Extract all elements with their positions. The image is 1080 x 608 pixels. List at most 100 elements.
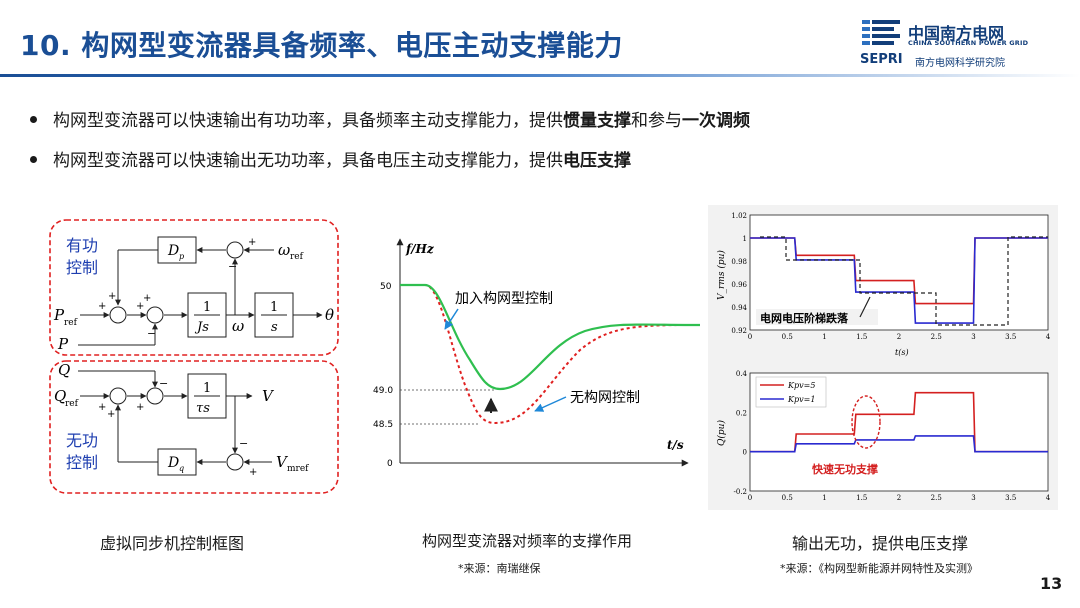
q-ref-label: Q xyxy=(54,387,66,405)
x-tick-label: 1.5 xyxy=(856,494,867,502)
sign-minus: − xyxy=(239,437,248,450)
bullet-1-bold-2: 一次调频 xyxy=(682,111,750,131)
sum-junction-p2 xyxy=(146,306,164,324)
bullet-2-text: 构网型变流器可以快速输出无功功率，具备电压主动支撑能力，提供 xyxy=(53,151,563,171)
sum-junction-omega xyxy=(226,241,244,259)
y-axis-label: f/Hz xyxy=(405,242,435,256)
y-tick-label: 0 xyxy=(743,449,747,457)
bullet-dot xyxy=(30,155,37,163)
x-axis-label: t/s xyxy=(667,438,684,452)
sum-junction-q1 xyxy=(109,387,127,405)
logo: 中国南方电网 CHINA SOUTHERN POWER GRID SEPRI 南… xyxy=(860,18,1060,70)
y-tick-label: 0.96 xyxy=(731,281,747,289)
x-tick-label: 4 xyxy=(1046,333,1051,341)
top-xlabel: t(s) xyxy=(895,348,909,357)
v-mref-sub: mref xyxy=(287,464,309,474)
label-active: 有功 xyxy=(66,236,98,255)
label-control-2: 控制 xyxy=(66,453,98,472)
arrow-without-gfm xyxy=(534,396,567,412)
x-tick-label: 2.5 xyxy=(931,494,942,502)
logo-sepri-text: SEPRI xyxy=(860,52,903,67)
y-tick-label: 0.98 xyxy=(731,258,747,266)
x-tick-label: 1 xyxy=(822,333,826,341)
series-line-0 xyxy=(750,391,1048,453)
curve-without-gfm xyxy=(400,284,700,425)
page-number: 13 xyxy=(1040,574,1063,593)
q-label: Q xyxy=(58,361,70,379)
top-annotation-bg xyxy=(756,309,878,325)
bullet-1-bold-1: 惯量支撑 xyxy=(563,111,631,131)
block-dq xyxy=(157,448,197,476)
block-ts-den: τs xyxy=(196,401,210,416)
label-without-gfm: 无构网控制 xyxy=(570,390,640,406)
reactive-power-dashed-box xyxy=(49,360,339,494)
q-ref-sub: ref xyxy=(65,399,79,409)
sign-minus: − xyxy=(147,327,156,340)
active-power-dashed-box xyxy=(49,219,339,356)
sign-plus: + xyxy=(98,402,106,413)
p-ref-sub: ref xyxy=(64,318,78,328)
omega-ref-label: ω xyxy=(278,241,290,259)
x-tick-label: 3 xyxy=(971,494,975,502)
tick-50: 50 xyxy=(380,282,392,292)
x-tick-label: 2 xyxy=(897,494,901,502)
fast-support-highlight xyxy=(851,395,881,449)
sign-plus: + xyxy=(98,301,106,312)
sign-plus: + xyxy=(143,293,151,304)
caption-fig3: 输出无功，提供电压支撑 xyxy=(792,534,969,553)
sign-plus: + xyxy=(108,291,116,302)
x-tick-label: 1.5 xyxy=(856,333,867,341)
label-with-gfm: 加入构网型控制 xyxy=(455,291,553,307)
caption-fig2: 构网型变流器对频率的支撑作用 xyxy=(422,532,633,550)
top-ylabel: V_rms (pu) xyxy=(716,250,727,300)
omega-ref-sub: ref xyxy=(290,252,304,262)
csg-logo-icon xyxy=(862,20,900,45)
block-dp-sub: p xyxy=(179,252,184,261)
sign-plus: + xyxy=(107,409,115,420)
series-line-1 xyxy=(750,435,1048,453)
v-label: V xyxy=(262,387,275,405)
x-tick-label: 3.5 xyxy=(1005,333,1016,341)
sign-minus: − xyxy=(228,260,237,273)
sum-junction-q2 xyxy=(146,387,164,405)
y-tick-label: 1 xyxy=(743,235,747,243)
sum-junction-p1 xyxy=(109,306,127,324)
x-tick-label: 0 xyxy=(748,494,752,502)
x-tick-label: 3.5 xyxy=(1005,494,1016,502)
legend-kpv5: Kpv=5 xyxy=(787,381,815,390)
block-s-num: 1 xyxy=(270,300,278,315)
sign-plus: + xyxy=(248,237,256,248)
block-dq-sub: q xyxy=(179,464,184,473)
bullet-2: 构网型变流器可以快速输出无功功率，具备电压主动支撑能力，提供电压支撑 xyxy=(30,146,631,171)
arrow-with-gfm xyxy=(444,308,459,330)
sign-minus: − xyxy=(159,377,168,390)
series-line-1 xyxy=(750,237,1048,324)
legend-box xyxy=(755,376,827,408)
vsg-block-diagram: 有功 控制 无功 控制 D p ω ref + − P ref + + + + … xyxy=(49,219,339,494)
y-tick-label: 0.94 xyxy=(731,304,747,312)
label-reactive: 无功 xyxy=(66,431,98,450)
bullet-1: 构网型变流器可以快速输出有功功率，具备频率主动支撑能力，提供惯量支撑和参与一次调… xyxy=(30,106,750,131)
block-js-den: Js xyxy=(194,320,209,335)
x-tick-label: 4 xyxy=(1046,494,1051,502)
logo-cn-text: 中国南方电网 xyxy=(908,24,1005,43)
block-dp xyxy=(157,236,197,264)
y-tick-label: 1.02 xyxy=(731,212,747,220)
sum-junction-v xyxy=(226,453,244,471)
x-tick-label: 2.5 xyxy=(931,333,942,341)
y-tick-label: -0.2 xyxy=(734,488,748,496)
theta-label: θ xyxy=(325,306,334,324)
top-annotation: 电网电压阶梯跌落 xyxy=(760,311,849,325)
source-fig2: *来源：南瑞继保 xyxy=(458,562,541,575)
y-tick-label: 0.4 xyxy=(736,370,748,378)
caption-fig1: 虚拟同步机控制框图 xyxy=(100,534,245,553)
block-ts-num: 1 xyxy=(203,381,211,396)
p-ref-label: P xyxy=(53,306,65,324)
block-dp-label: D xyxy=(167,243,179,259)
sign-plus: + xyxy=(249,467,257,478)
block-dq-label: D xyxy=(167,455,179,471)
logo-en-text: CHINA SOUTHERN POWER GRID xyxy=(908,39,1029,47)
label-control-1: 控制 xyxy=(66,258,98,277)
x-tick-label: 2 xyxy=(897,333,901,341)
bullet-1-text: 构网型变流器可以快速输出有功功率，具备频率主动支撑能力，提供 xyxy=(53,111,563,131)
